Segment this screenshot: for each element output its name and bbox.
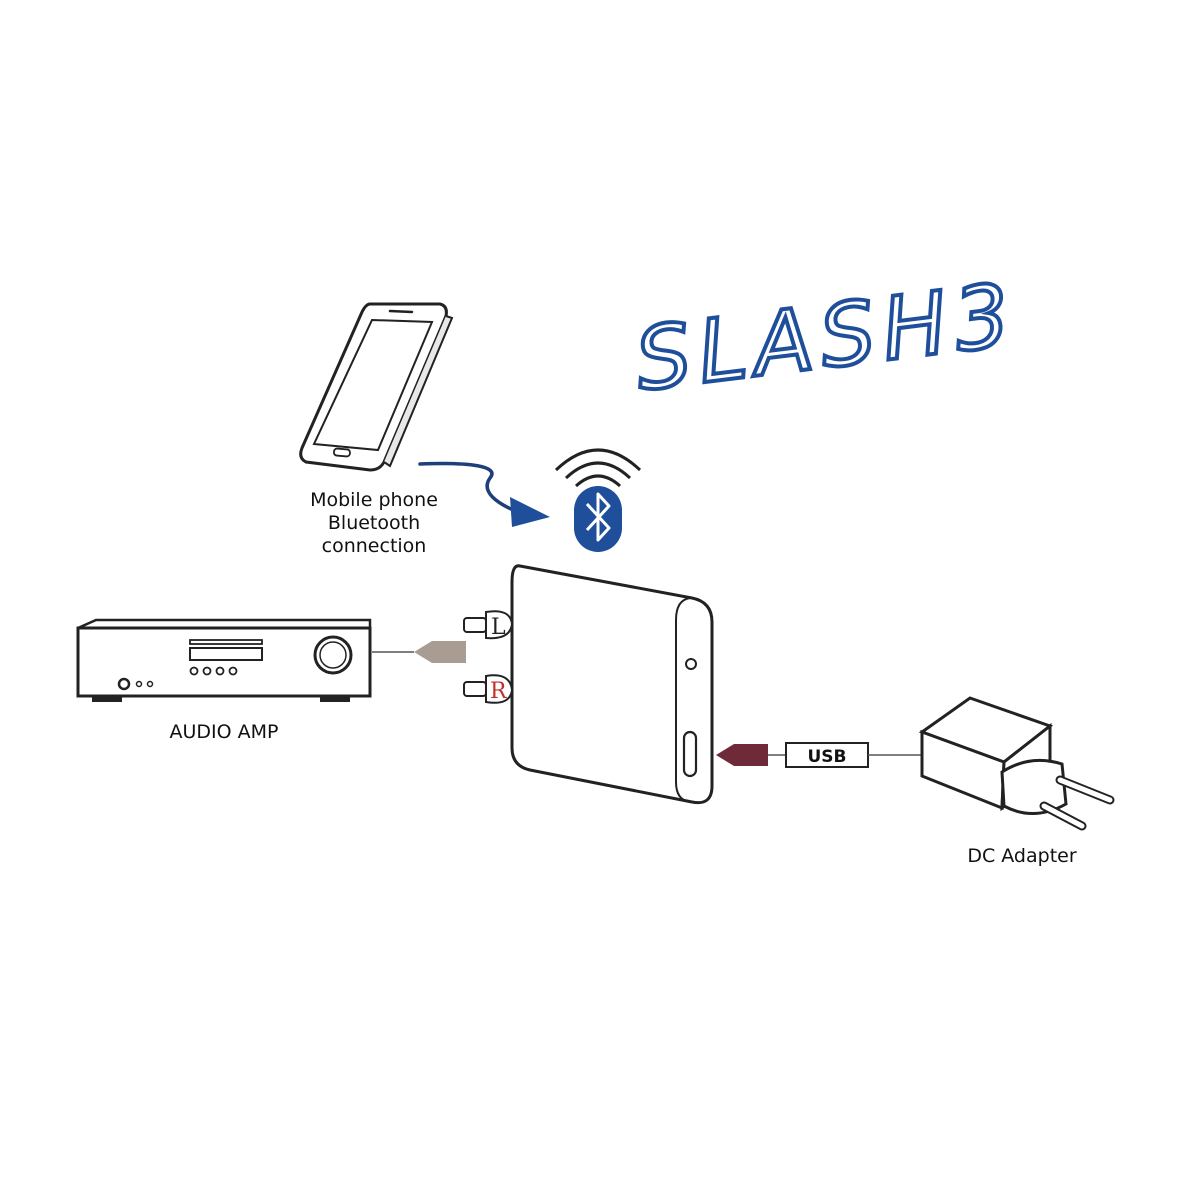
rca-cable	[372, 641, 466, 663]
mobile-phone-illustration	[299, 302, 454, 472]
phone-caption-line-3: connection	[322, 535, 427, 557]
left-channel-label: L	[491, 615, 506, 640]
bluetooth-link-arrow	[418, 461, 550, 527]
right-channel-label: R	[490, 679, 508, 704]
usb-plug	[716, 744, 768, 766]
usb-cable-label: USB	[807, 747, 846, 767]
dc-adapter-caption: DC Adapter	[967, 845, 1077, 867]
brand-logo: SLASH3	[630, 265, 1023, 411]
bluetooth-receiver-illustration	[510, 564, 714, 805]
phone-caption: Mobile phone Bluetooth connection	[310, 489, 438, 557]
dc-adapter-illustration	[918, 696, 1115, 831]
rca-jack-right: R	[463, 674, 514, 704]
usb-cable-label-box	[785, 742, 869, 768]
bluetooth-icon	[554, 448, 642, 552]
amp-caption: AUDIO AMP	[170, 721, 279, 743]
phone-caption-line-1: Mobile phone	[310, 489, 438, 511]
rca-jack-left: L	[463, 610, 514, 640]
usb-power-cable: USB	[716, 742, 922, 768]
audio-amp-illustration	[76, 618, 372, 702]
phone-caption-line-2: Bluetooth	[328, 512, 420, 534]
rca-plug	[414, 641, 466, 663]
